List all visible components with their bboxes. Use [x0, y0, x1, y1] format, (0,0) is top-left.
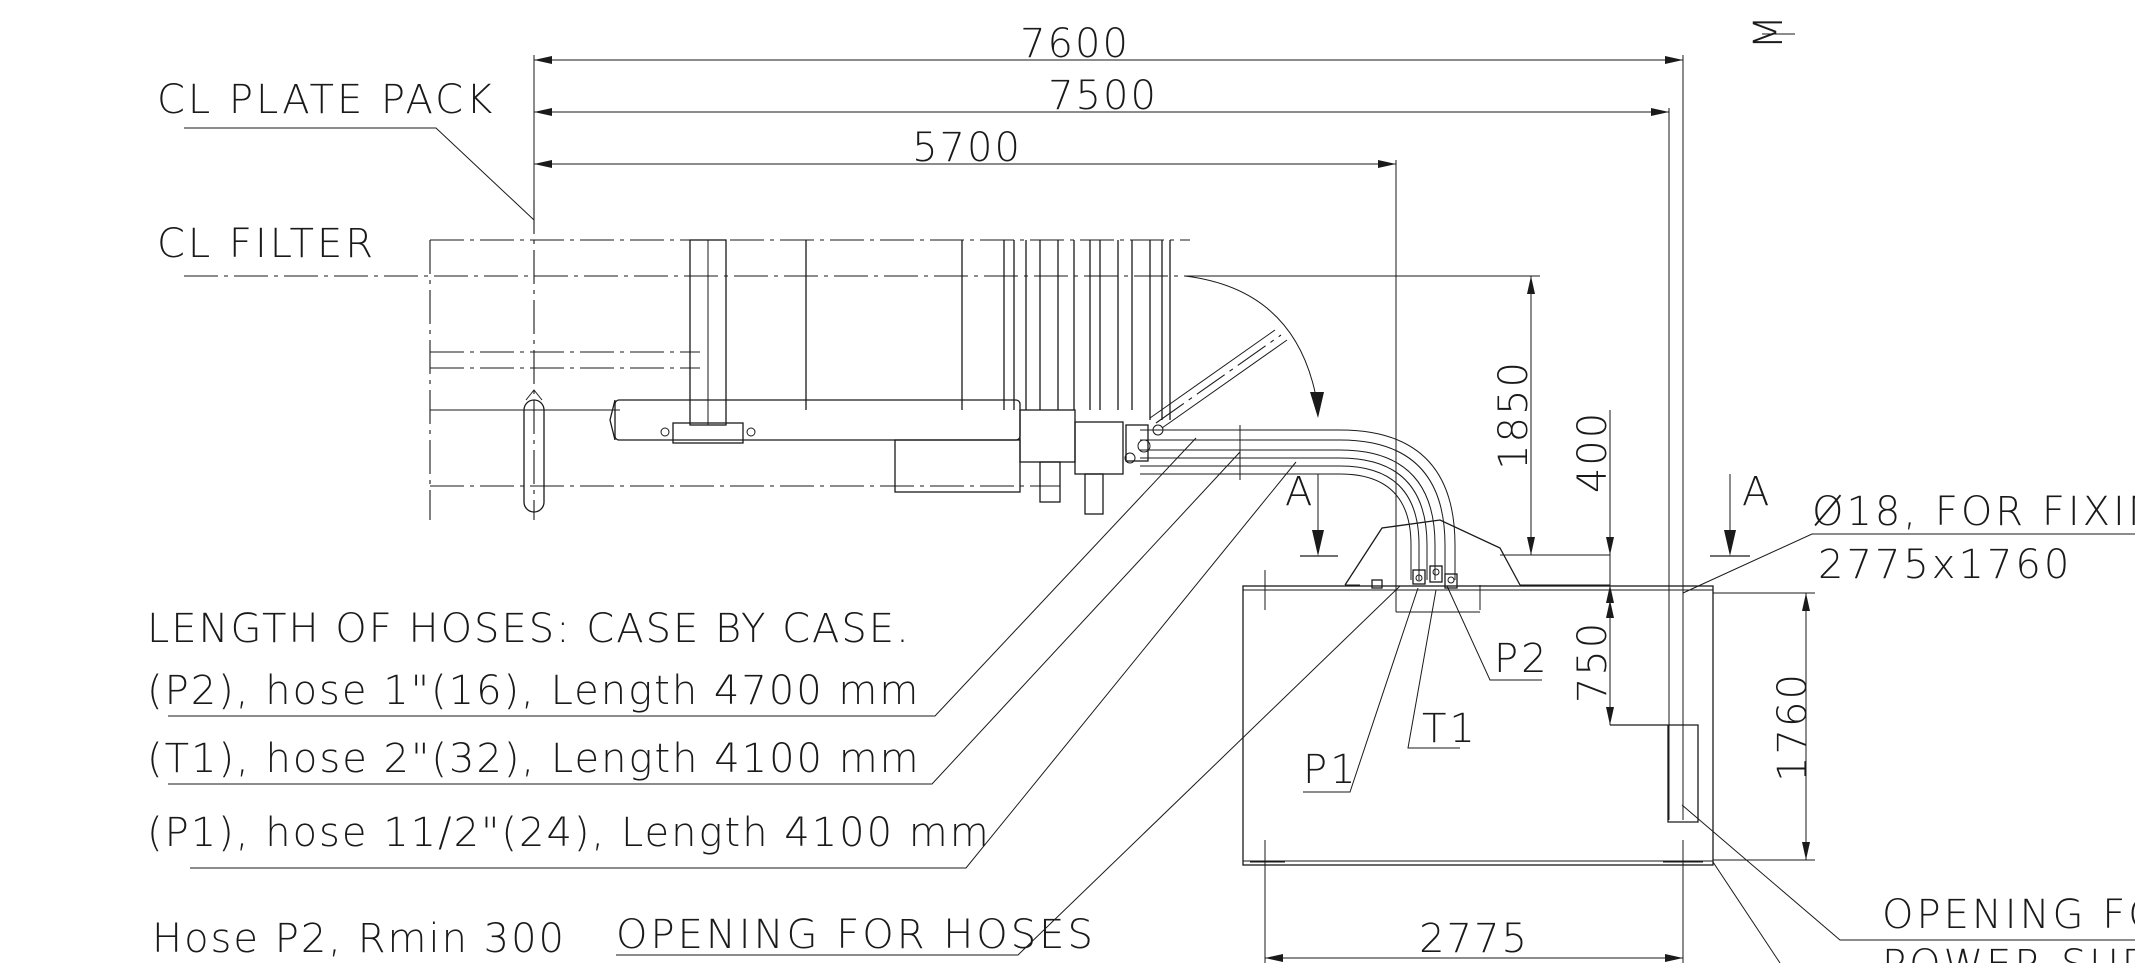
p1-leader — [1303, 587, 1419, 793]
dimension-7500-label: 7500 — [1048, 73, 1158, 119]
p2-leader — [1446, 585, 1542, 681]
note-hose-t1: (T1), hose 2"(32), Length 4100 mm — [147, 736, 921, 782]
dimension-5700: 5700 — [534, 125, 1397, 600]
dimension-400: 400 — [1570, 410, 1616, 603]
dimension-2775: 2775 — [1264, 865, 1684, 963]
opening-hoses-leader — [616, 585, 1401, 956]
dimension-1850-label: 1850 — [1491, 360, 1537, 470]
dimension-750-label: 750 — [1570, 621, 1616, 703]
dimension-2775-label: 2775 — [1419, 916, 1529, 962]
machine-body — [429, 200, 1190, 520]
fixing-leader — [1682, 533, 2135, 594]
section-a-left-label: A — [1285, 469, 1315, 515]
dimension-7600: 7600 — [533, 21, 1684, 820]
dimension-7500: 7500 — [534, 73, 1670, 820]
swing-arm — [1149, 275, 1324, 429]
opening-power-leader-2 — [1712, 861, 1781, 963]
section-a-left: A — [1285, 469, 1338, 557]
opening-power-leader — [1681, 804, 2135, 941]
foundation-pit — [1242, 519, 1714, 880]
opening-power-label-1: OPENING FOR — [1882, 892, 2135, 938]
p2-tag: P2 — [1494, 636, 1550, 682]
note-length-of-hoses: LENGTH OF HOSES: CASE BY CASE. — [147, 606, 911, 652]
hose-bundle — [1140, 425, 1456, 580]
note-hose-t1-leader — [168, 451, 1241, 785]
dimension-750: 750 — [1570, 585, 1640, 726]
section-a-right: A — [1710, 469, 1772, 557]
dimension-1760: 1760 — [1713, 592, 1816, 861]
note-hose-radius: Hose P2, Rmin 300 — [152, 916, 566, 962]
t1-leader — [1407, 589, 1460, 749]
dimension-400-label: 400 — [1570, 411, 1616, 493]
p1-tag: P1 — [1303, 747, 1359, 793]
dimension-1850: 1850 — [1190, 275, 1540, 555]
opening-power-label-2: POWER SUPPLY — [1882, 942, 2135, 963]
corner-mark: M — [1746, 12, 1792, 50]
cl-plate-pack-label: CL PLATE PACK — [157, 77, 495, 123]
cl-plate-pack-leader — [184, 127, 535, 221]
note-hose-p2-leader — [168, 437, 1197, 717]
dimension-5700-label: 5700 — [912, 125, 1022, 171]
cl-filter-label: CL FILTER — [157, 221, 376, 267]
note-hose-p1: (P1), hose 11/2"(24), Length 4100 mm — [147, 810, 991, 856]
fixing-label-line1: Ø18, FOR FIXING — [1812, 489, 2135, 535]
note-hose-p1-leader — [190, 461, 1297, 869]
section-a-right-label: A — [1742, 469, 1772, 515]
note-hose-p2: (P2), hose 1"(16), Length 4700 mm — [147, 668, 920, 714]
dimension-1760-label: 1760 — [1770, 672, 1816, 782]
dimension-7600-label: 7600 — [1020, 21, 1130, 67]
t1-tag: T1 — [1422, 706, 1478, 752]
fixing-label-line2: 2775x1760 — [1818, 542, 2072, 588]
opening-hoses-label: OPENING FOR HOSES — [616, 912, 1096, 958]
